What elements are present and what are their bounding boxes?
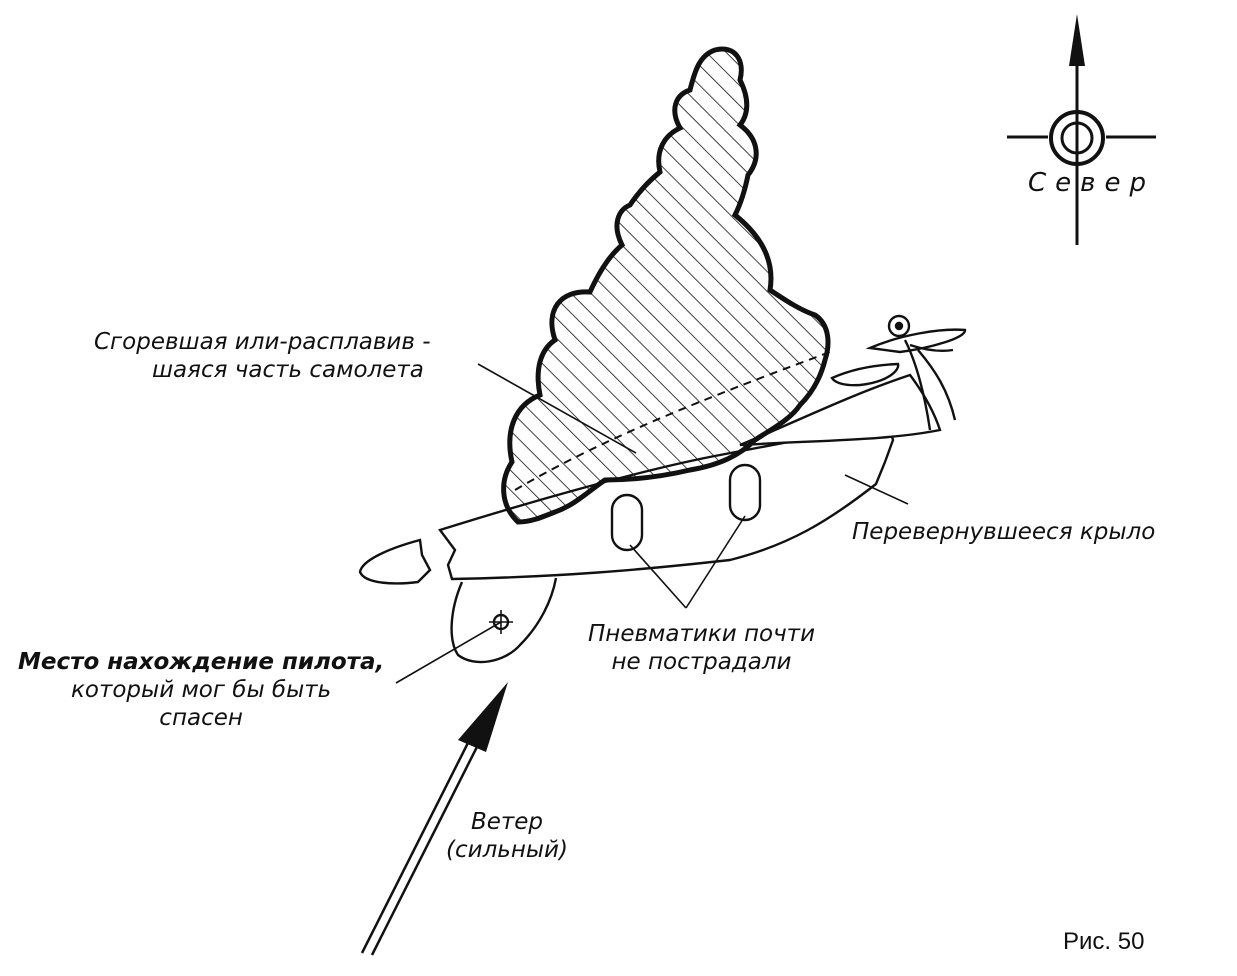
burned-part-line-1: Сгоревшая или-расплавив -	[94, 329, 431, 355]
burned-part-line-2: шаяся часть самолета	[152, 357, 424, 383]
burned-area	[501, 46, 831, 525]
figure-number: Рис. 50	[1063, 928, 1145, 955]
pilot-location-line-3: спасен	[159, 705, 243, 731]
wind-label: Ветер (сильный)	[446, 808, 568, 864]
wind-line-1: Ветер	[470, 809, 544, 835]
pilot-location-line-1: Место нахождение пилота,	[18, 649, 385, 675]
burned-part-label: Сгоревшая или-расплавив - шаяся часть са…	[94, 328, 431, 384]
flipped-wing-label: Перевернувшееся крыло	[852, 519, 1156, 545]
pilot-location-label: Место нахождение пилота, который мог бы …	[18, 648, 384, 732]
north-label: Север	[1028, 168, 1155, 198]
tires-line-2: не пострадали	[611, 649, 792, 675]
compass-rose	[1007, 14, 1156, 245]
tires-line-1: Пневматики почти	[588, 621, 816, 647]
pilot-location-line-2: который мог бы быть	[71, 677, 332, 703]
wind-line-2: (сильный)	[446, 837, 568, 863]
tires-label: Пневматики почти не пострадали	[588, 620, 815, 676]
wind-arrow	[360, 682, 508, 956]
leader-lines	[395, 363, 909, 684]
aircraft-wreck	[358, 314, 967, 664]
